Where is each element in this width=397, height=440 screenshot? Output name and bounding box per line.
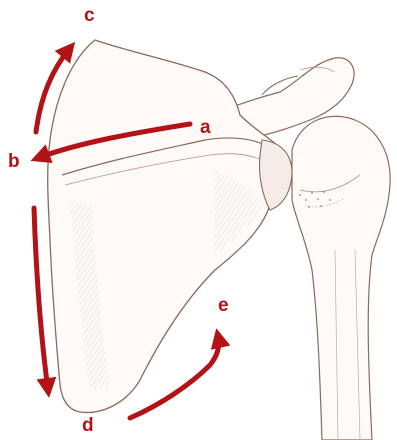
label-e: e — [218, 296, 229, 315]
label-a: a — [200, 118, 211, 137]
label-d: d — [82, 416, 94, 435]
label-b: b — [8, 152, 20, 171]
arrow-b-to-d — [34, 208, 48, 390]
humerus — [292, 116, 390, 440]
label-c: c — [84, 6, 95, 25]
